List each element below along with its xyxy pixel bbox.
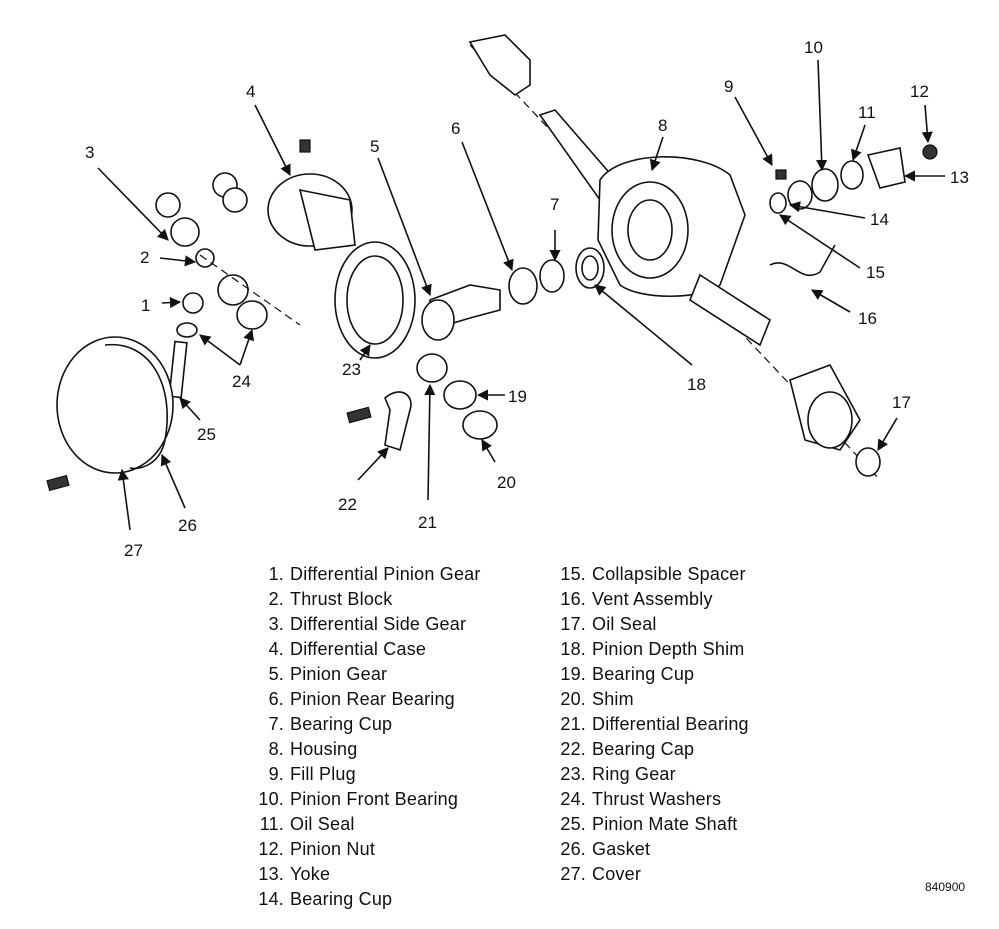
- legend-item: 3.Differential Side Gear: [268, 614, 467, 634]
- differential-parts-drawing: [46, 139, 356, 492]
- callout-21: 21: [418, 513, 437, 532]
- callout-9: 9: [724, 77, 733, 96]
- legend-item: 10.Pinion Front Bearing: [258, 789, 459, 809]
- callout-12: 12: [910, 82, 929, 101]
- legend-item: 18.Pinion Depth Shim: [560, 639, 745, 659]
- callout-1: 1: [141, 296, 150, 315]
- callout-3: 3: [85, 143, 94, 162]
- legend-right-column: 15.Collapsible Spacer 16.Vent Assembly 1…: [558, 562, 749, 887]
- callout-27: 27: [124, 541, 143, 560]
- callout-13: 13: [950, 168, 969, 187]
- legend-item: 12.Pinion Nut: [258, 839, 376, 859]
- legend-item: 6.Pinion Rear Bearing: [268, 689, 455, 709]
- callout-16: 16: [858, 309, 877, 328]
- legend-item: 21.Differential Bearing: [560, 714, 749, 734]
- callout-labels: 1 2 3 4 5 6 7 8 9 10 11 12 13 14 15 16 1…: [85, 38, 969, 560]
- callout-26: 26: [178, 516, 197, 535]
- callout-25: 25: [197, 425, 216, 444]
- legend-item: 4.Differential Case: [268, 639, 427, 659]
- callout-20: 20: [497, 473, 516, 492]
- legend-item: 9.Fill Plug: [268, 764, 356, 784]
- legend-item: 23.Ring Gear: [560, 764, 676, 784]
- legend-item: 25.Pinion Mate Shaft: [560, 814, 738, 834]
- legend-item: 24.Thrust Washers: [560, 789, 722, 809]
- legend-item: 15.Collapsible Spacer: [560, 564, 746, 584]
- callout-4: 4: [246, 82, 255, 101]
- pinion-parts-drawing: [334, 144, 938, 452]
- legend-item: 17.Oil Seal: [560, 614, 657, 634]
- callout-5: 5: [370, 137, 379, 156]
- legend-item: 8.Housing: [268, 739, 358, 759]
- legend-item: 22.Bearing Cap: [560, 739, 695, 759]
- legend-item: 5.Pinion Gear: [268, 664, 388, 684]
- legend-item: 14.Bearing Cup: [258, 889, 393, 909]
- legend-item: 13.Yoke: [258, 864, 331, 884]
- callout-2: 2: [140, 248, 149, 267]
- callout-18: 18: [687, 375, 706, 394]
- legend-item: 2.Thrust Block: [268, 589, 393, 609]
- figure-code: 840900: [925, 880, 966, 894]
- callout-19: 19: [508, 387, 527, 406]
- callout-10: 10: [804, 38, 823, 57]
- legend-item: 11.Oil Seal: [259, 814, 355, 834]
- legend-item: 16.Vent Assembly: [560, 589, 713, 609]
- callout-22: 22: [338, 495, 357, 514]
- legend-item: 26.Gasket: [560, 839, 651, 859]
- callout-6: 6: [451, 119, 460, 138]
- callout-8: 8: [658, 116, 667, 135]
- callout-14: 14: [870, 210, 889, 229]
- legend-item: 1.Differential Pinion Gear: [268, 564, 481, 584]
- callout-7: 7: [550, 195, 559, 214]
- legend-item: 20.Shim: [560, 689, 634, 709]
- callout-11: 11: [858, 103, 876, 122]
- legend-item: 19.Bearing Cup: [560, 664, 695, 684]
- leader-arrows: [97, 59, 945, 531]
- callout-15: 15: [866, 263, 885, 282]
- callout-23: 23: [342, 360, 361, 379]
- callout-17: 17: [892, 393, 911, 412]
- legend-left-column: 1.Differential Pinion Gear 2.Thrust Bloc…: [256, 562, 481, 912]
- legend-item: 27.Cover: [560, 864, 642, 884]
- callout-24: 24: [232, 372, 251, 391]
- legend-item: 7.Bearing Cup: [268, 714, 393, 734]
- axle-housing-drawing: [468, 34, 881, 481]
- exploded-axle-diagram: 1 2 3 4 5 6 7 8 9 10 11 12 13 14 15 16 1…: [46, 34, 969, 560]
